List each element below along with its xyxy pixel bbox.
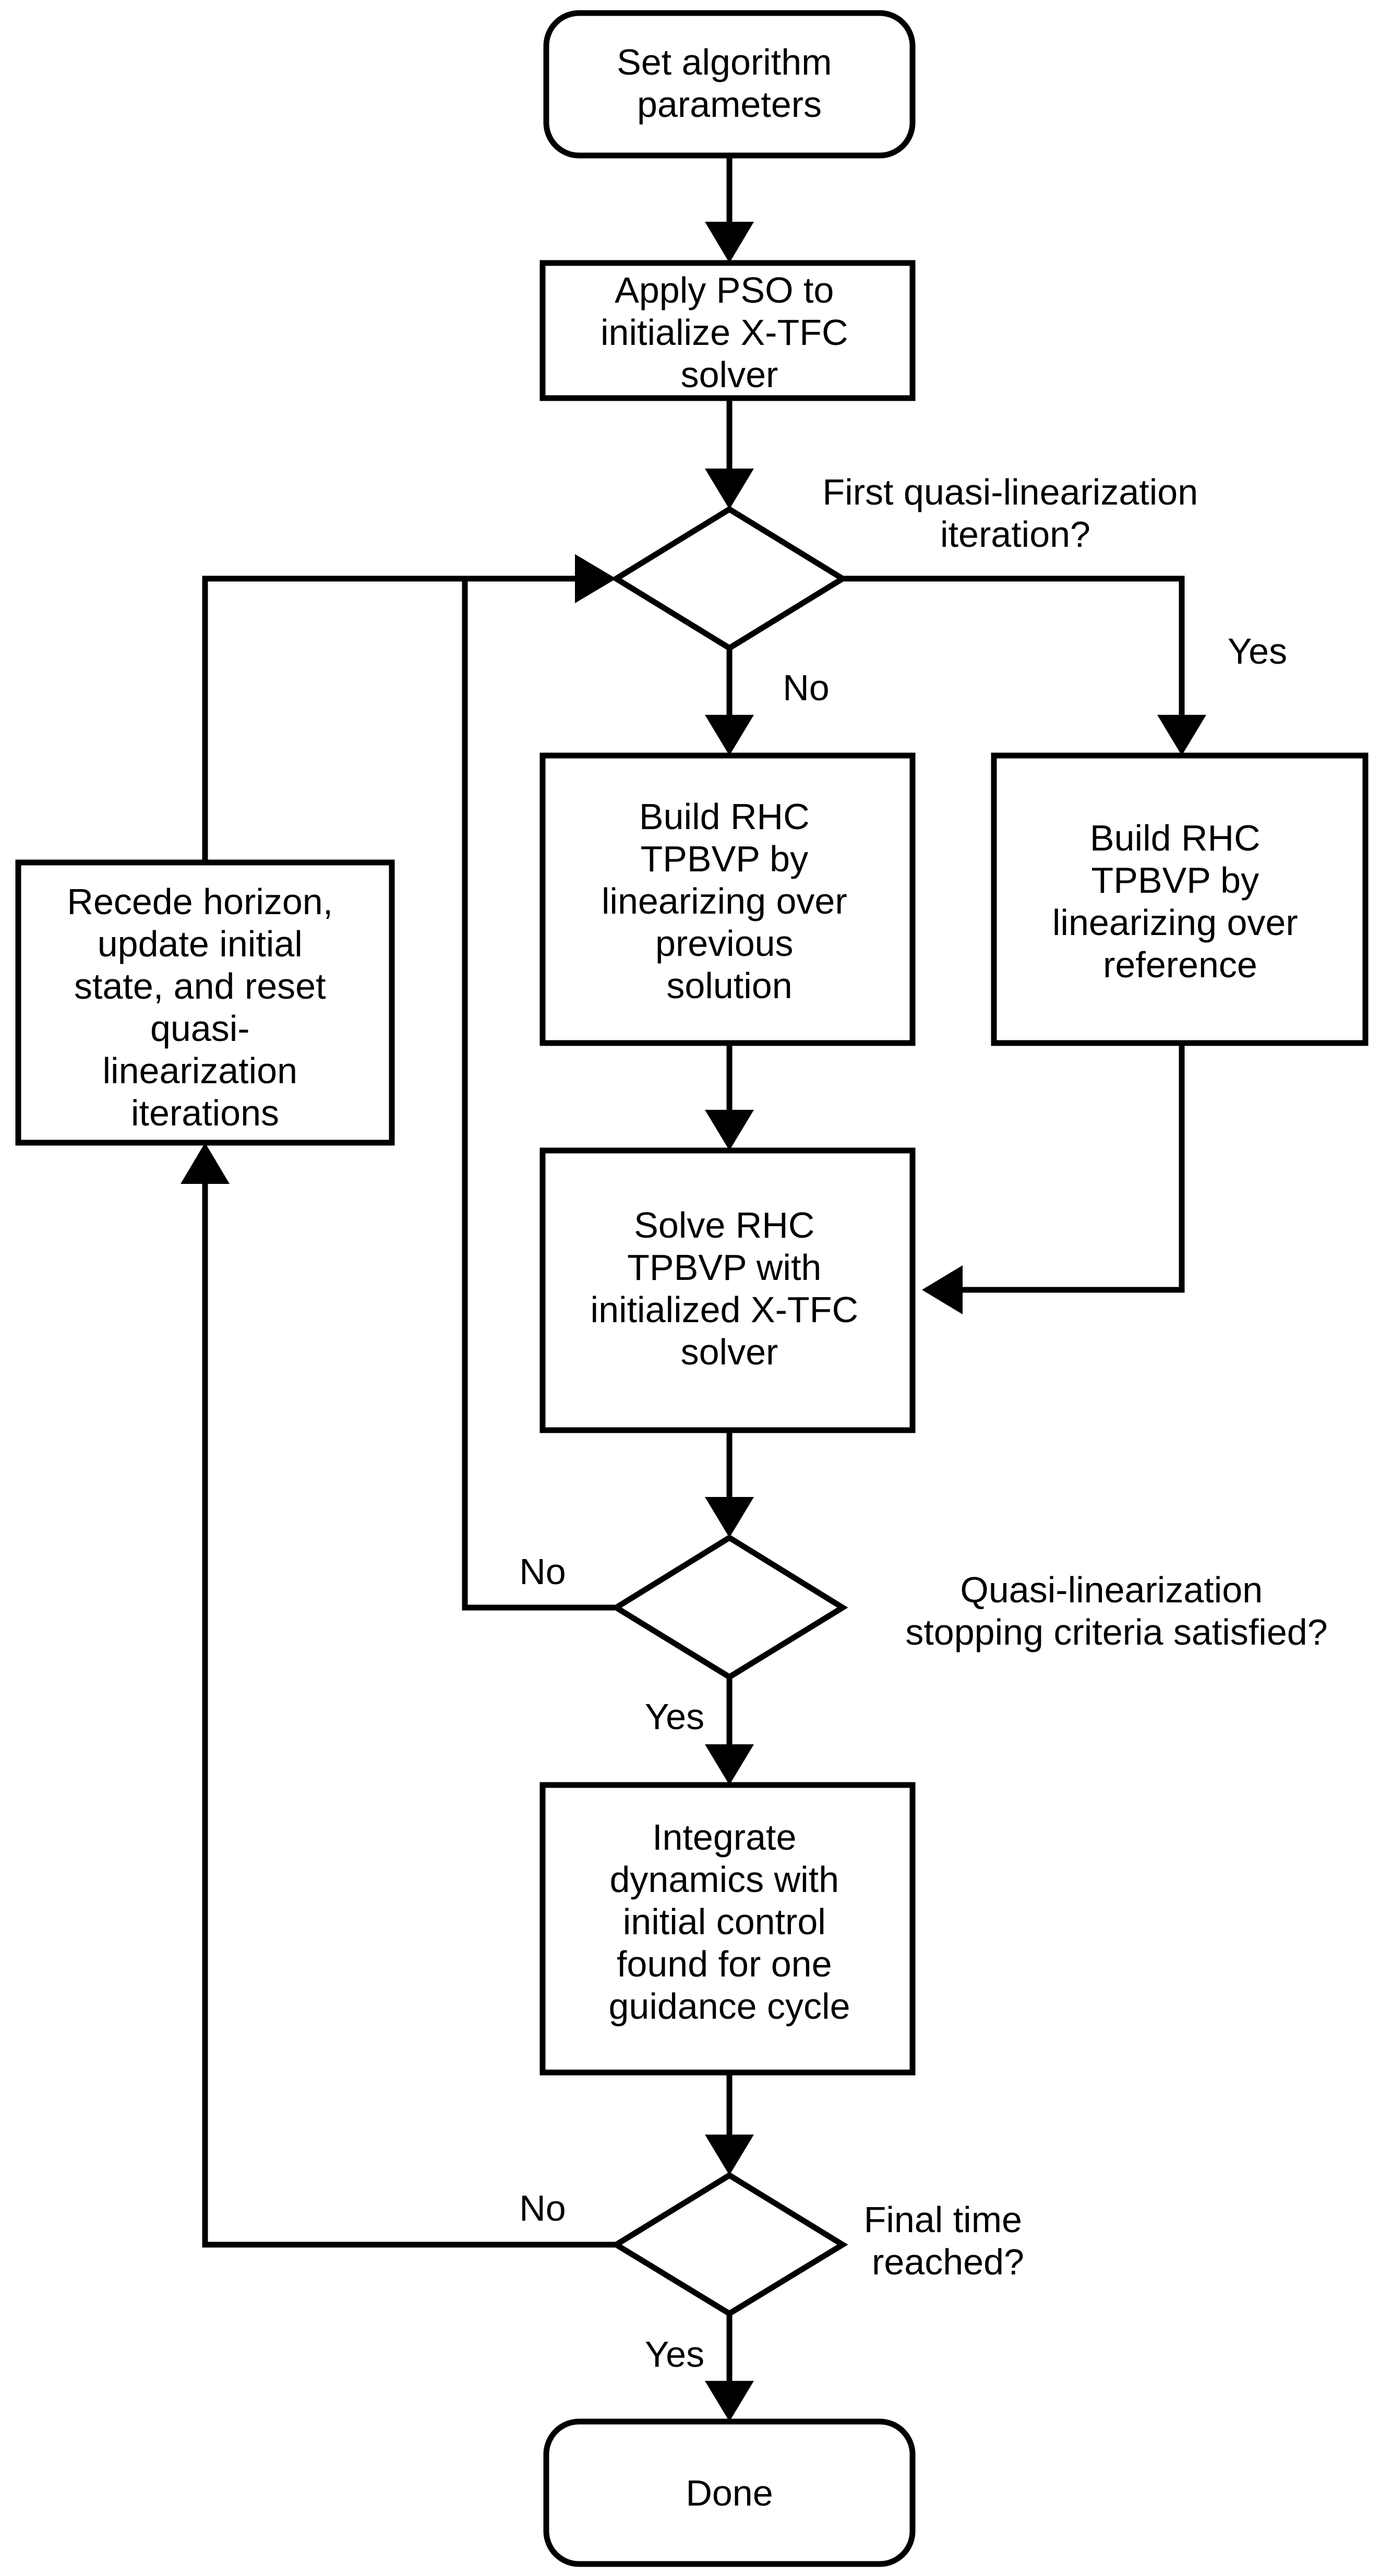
arrowhead-done (705, 2381, 754, 2422)
start-label: Set algorithm parameters (617, 42, 842, 125)
edge-labels: No Yes No Yes No Yes (519, 631, 1287, 2375)
node-solve: Solve RHC TPBVP with initialized X-TFC s… (539, 1147, 916, 1433)
node-build-reference: Build RHC TPBVP by linearizing over refe… (991, 752, 1369, 1046)
connector-stop-no (462, 579, 616, 1611)
node-decision-stop: Quasi-linearization stopping criteria sa… (610, 1534, 1328, 1681)
edge-label-final-no: No (519, 2188, 566, 2228)
build-previous-box (539, 752, 916, 1046)
arrowhead-decision-first (705, 469, 754, 509)
arrowhead-build-reference (1157, 715, 1206, 756)
arrowhead-decision-first-left (575, 554, 616, 603)
node-integrate: Integrate dynamics with initial control … (539, 1782, 916, 2076)
arrowhead-recede (181, 1143, 230, 1184)
recede-box (15, 859, 395, 1146)
node-build-previous: Build RHC TPBVP by linearizing over prev… (539, 752, 916, 1046)
build-reference-label: Build RHC TPBVP by linearizing over refe… (1052, 818, 1308, 985)
solve-box (539, 1147, 916, 1433)
node-done: Done (543, 2418, 916, 2567)
integrate-label: Integrate dynamics with initial control … (608, 1817, 850, 2027)
arrowhead-integrate (705, 1744, 754, 1785)
arrowhead-solve (705, 1110, 754, 1151)
connector-recede-to-first (202, 576, 575, 862)
solve-label: Solve RHC TPBVP with initialized X-TFC s… (591, 1205, 869, 1372)
arrowhead-build-previous (705, 715, 754, 756)
decision-first-label: First quasi-linearization iteration? (822, 472, 1208, 555)
decision-final-diamond (610, 2172, 848, 2317)
decision-stop-label: Quasi-linearization stopping criteria sa… (905, 1569, 1327, 1652)
start-terminal (543, 10, 916, 159)
connector-build-reference-to-solve (963, 1043, 1185, 1293)
build-reference-box (991, 752, 1369, 1046)
node-pso: Apply PSO to initialize X-TFC solver (539, 260, 916, 401)
connectors (181, 155, 1206, 2422)
edge-label-stop-no: No (519, 1551, 566, 1592)
done-label: Done (686, 2473, 773, 2513)
decision-stop-diamond (610, 1534, 848, 1681)
edge-label-final-yes: Yes (645, 2334, 704, 2375)
recede-label: Recede horizon, update initial state, an… (67, 881, 343, 1133)
pso-process-box (539, 260, 916, 401)
arrowhead-decision-stop (705, 1497, 754, 1538)
pso-label: Apply PSO to initialize X-TFC solver (601, 270, 858, 395)
arrowhead-solve-right (922, 1265, 963, 1314)
arrowhead-pso (705, 222, 754, 263)
node-decision-first: First quasi-linearization iteration? (610, 472, 1208, 652)
node-recede: Recede horizon, update initial state, an… (15, 859, 395, 1146)
done-terminal (543, 2418, 916, 2567)
edge-label-stop-yes: Yes (645, 1696, 704, 1737)
decision-final-label: Final time reached? (864, 2199, 1033, 2282)
decision-first-diamond (610, 506, 848, 652)
connector-first-yes (843, 576, 1185, 715)
edge-label-first-no: No (783, 667, 829, 708)
node-decision-final: Final time reached? (610, 2172, 1033, 2317)
arrowhead-decision-final (705, 2135, 754, 2175)
connector-final-no (202, 1184, 616, 2248)
integrate-box (539, 1782, 916, 2076)
node-start: Set algorithm parameters (543, 10, 916, 159)
edge-label-first-yes: Yes (1228, 631, 1287, 672)
build-previous-label: Build RHC TPBVP by linearizing over prev… (602, 796, 857, 1006)
